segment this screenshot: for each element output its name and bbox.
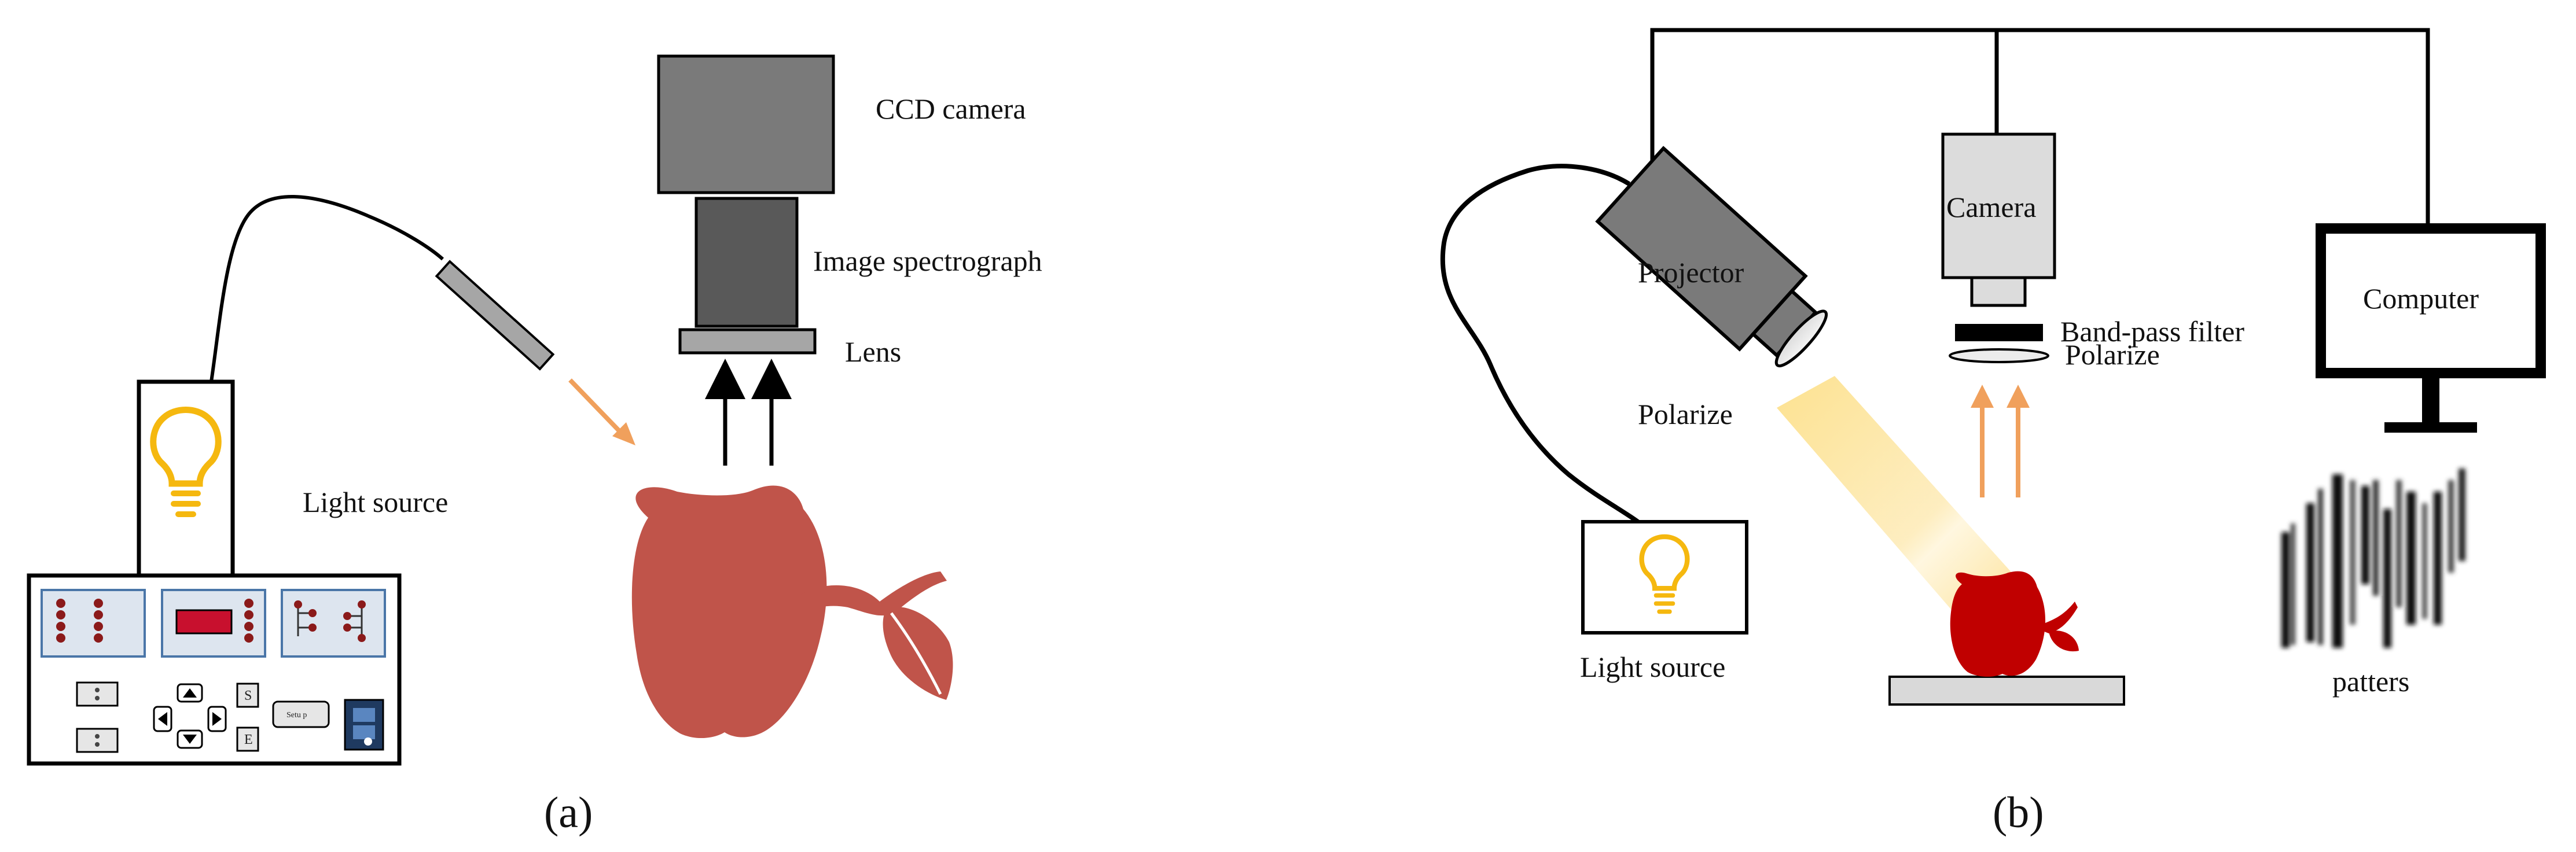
light-source-box-a	[137, 379, 235, 578]
controller-e-key[interactable]	[236, 726, 259, 752]
light-source-label-b: Light source	[1580, 651, 1725, 683]
projector-label: Projector	[1638, 256, 1744, 289]
controller-setup-button[interactable]	[272, 700, 330, 728]
fiber-probe	[435, 260, 555, 371]
light-source-box-b	[1581, 520, 1748, 635]
setup-button-label: Setu p	[286, 711, 307, 720]
panel-a: CCD camera Image spectrograph Lens	[27, 54, 1042, 837]
ccd-camera-label: CCD camera	[876, 93, 1026, 125]
projector	[1595, 146, 1828, 368]
s-key-label: S	[244, 688, 252, 703]
polarize-label-left: Polarize	[1638, 398, 1733, 430]
spectrograph-body	[694, 197, 799, 328]
e-key-label: E	[244, 732, 253, 747]
polarize-label-right: Polarize	[2065, 338, 2160, 371]
computer-monitor[interactable]	[2316, 223, 2546, 433]
ccd-camera-body	[657, 54, 835, 194]
controller-unit: S E Setu p	[27, 573, 402, 766]
computer-label: Computer	[2363, 282, 2479, 315]
controller-panel-1	[41, 589, 146, 658]
fringe-patterns	[2281, 469, 2465, 648]
reflection-arrows-b	[1971, 385, 2030, 497]
panel-b: Projector Polarize Camera Band-pass filt…	[1440, 28, 2546, 837]
bulb-icon-b	[1639, 534, 1690, 614]
control-wire	[1650, 28, 2430, 228]
controller-button-2[interactable]	[76, 728, 119, 753]
bulb-icon	[150, 407, 222, 517]
fiber-cable	[210, 194, 444, 382]
panel-a-label: (a)	[544, 788, 593, 837]
apple-sample-b	[1950, 571, 2079, 677]
apple-sample-a	[631, 485, 953, 739]
controller-s-key[interactable]	[236, 683, 259, 708]
controller-button-1[interactable]	[76, 681, 119, 707]
panel-b-label: (b)	[1993, 788, 2044, 837]
lens-body	[678, 328, 817, 355]
camera-label: Camera	[1946, 191, 2036, 223]
bandpass-filter	[1955, 324, 2043, 341]
controller-arrow-keypad[interactable]	[153, 683, 227, 749]
bandpass-filter-label: Band-pass filter	[2060, 315, 2244, 348]
light-source-label-a: Light source	[303, 486, 448, 518]
projector-beam	[1777, 376, 2043, 642]
controller-display	[175, 609, 233, 635]
sample-stage	[1888, 676, 2125, 706]
camera-polarizer	[1949, 348, 2049, 363]
lens-label: Lens	[845, 335, 901, 368]
camera-body[interactable]	[1941, 132, 2056, 279]
camera-lens	[1970, 276, 2027, 307]
spectrograph-label: Image spectrograph	[813, 245, 1042, 277]
controller-switch[interactable]	[344, 699, 384, 751]
patterns-label: patters	[2332, 665, 2409, 698]
illumination-arrow	[568, 378, 635, 445]
projector-cable	[1440, 164, 1640, 524]
